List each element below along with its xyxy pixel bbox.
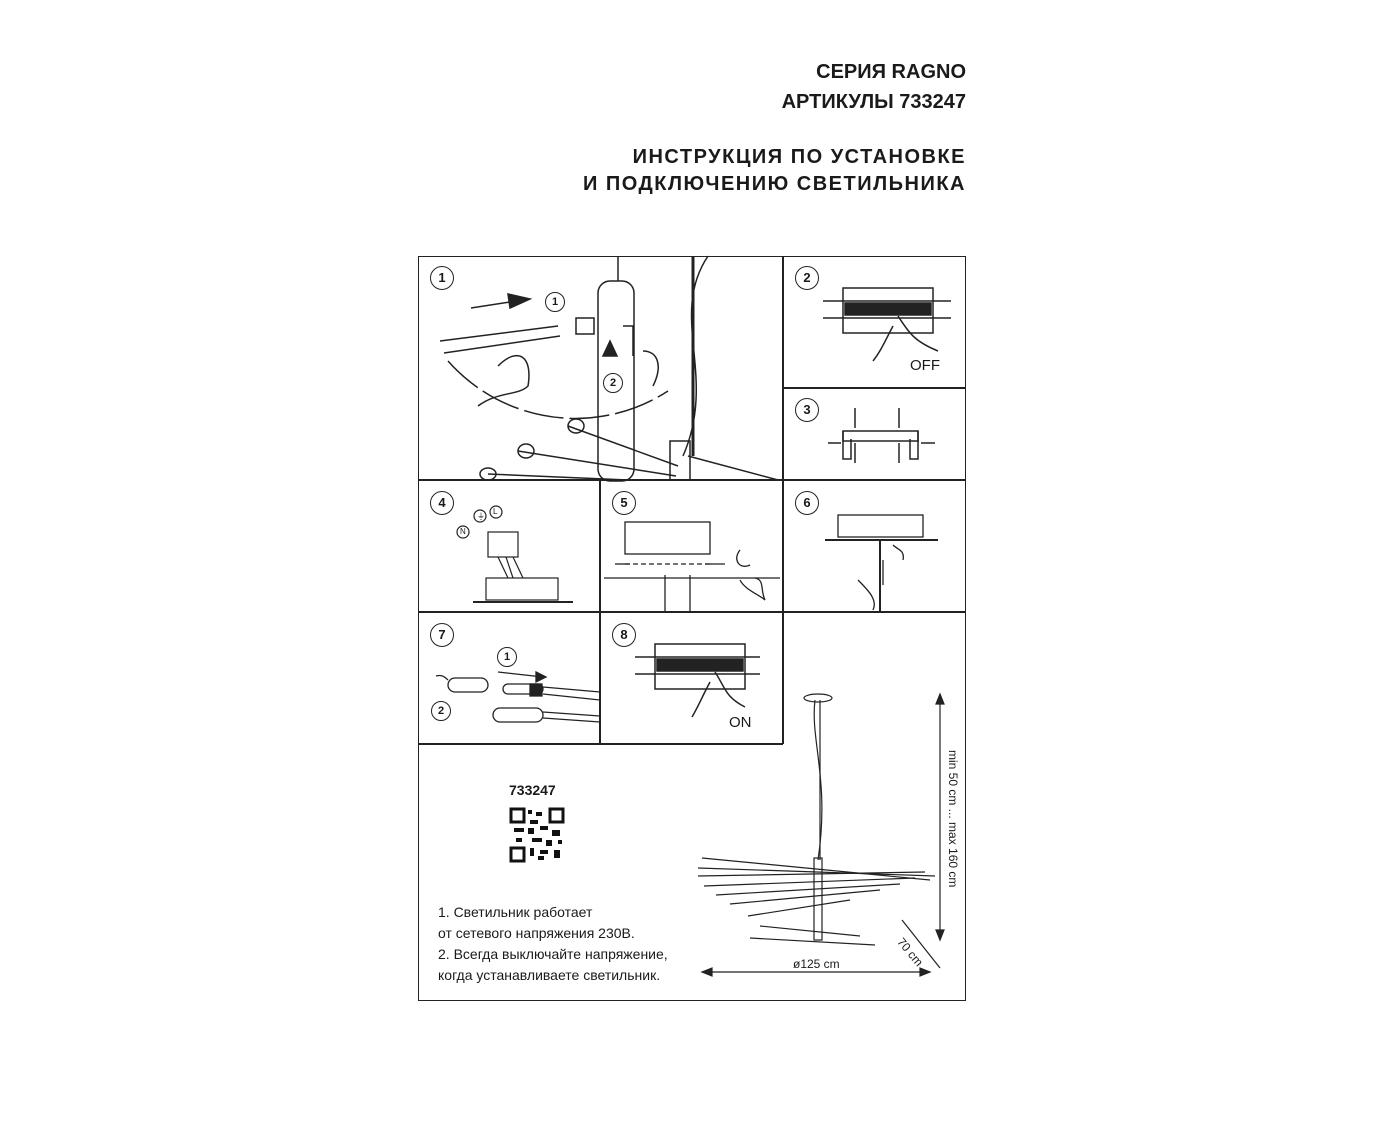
step-number-8: 8 [612, 623, 636, 647]
step-number-5: 5 [612, 491, 636, 515]
article-number: АРТИКУЛЫ 733247 [781, 91, 966, 113]
note-line: 1. Светильник работает [438, 904, 593, 920]
step-number-2: 2 [795, 266, 819, 290]
step-number-4: 4 [430, 491, 454, 515]
canopy-raise-icon [825, 514, 938, 612]
substep-7-1: 1 [497, 647, 517, 667]
product-code: 733247 [509, 782, 556, 798]
divider [783, 387, 966, 389]
wire-l: L [493, 507, 498, 516]
series-title: СЕРИЯ RAGNO [816, 61, 966, 83]
breaker-panel-icon [823, 287, 951, 362]
divider [418, 479, 966, 481]
step-1-illustration [439, 255, 779, 482]
canopy-fixing-icon [604, 521, 780, 612]
note-line: 2. Всегда выключайте напряжение, [438, 946, 668, 962]
step-number-6: 6 [795, 491, 819, 515]
substep-2: 2 [603, 373, 623, 393]
height-dimension: min 50 cm ... max 160 cm [946, 750, 960, 888]
substep-1: 1 [545, 292, 565, 312]
instruction-title-2: И ПОДКЛЮЧЕНИЮ СВЕТИЛЬНИКА [582, 173, 966, 195]
lamp-insertion-icon [435, 670, 601, 723]
step-number-1: 1 [430, 266, 454, 290]
divider [418, 743, 783, 745]
chandelier-drawing [697, 692, 945, 977]
divider [782, 256, 784, 744]
qr-code-icon [509, 807, 565, 863]
off-label: OFF [910, 357, 940, 374]
step-number-3: 3 [795, 398, 819, 422]
divider [599, 480, 601, 744]
on-label: ON [729, 714, 752, 731]
wire-n: N [460, 527, 466, 536]
note-line: от сетевого напряжения 230В. [438, 925, 635, 941]
breaker-panel-on-icon [635, 643, 760, 718]
wire-ground: ⏚ [477, 512, 485, 521]
substep-7-2: 2 [431, 701, 451, 721]
mounting-bracket-icon [828, 408, 935, 463]
step-number-7: 7 [430, 623, 454, 647]
wiring-terminal-icon [456, 505, 573, 603]
note-line: когда устанавливаете светильник. [438, 967, 661, 983]
instruction-title-1: ИНСТРУКЦИЯ ПО УСТАНОВКЕ [632, 146, 966, 168]
divider [418, 611, 966, 613]
safety-notes: 1. Светильник работает от сетевого напря… [438, 902, 668, 986]
diameter-dimension: ø125 cm [793, 957, 840, 971]
